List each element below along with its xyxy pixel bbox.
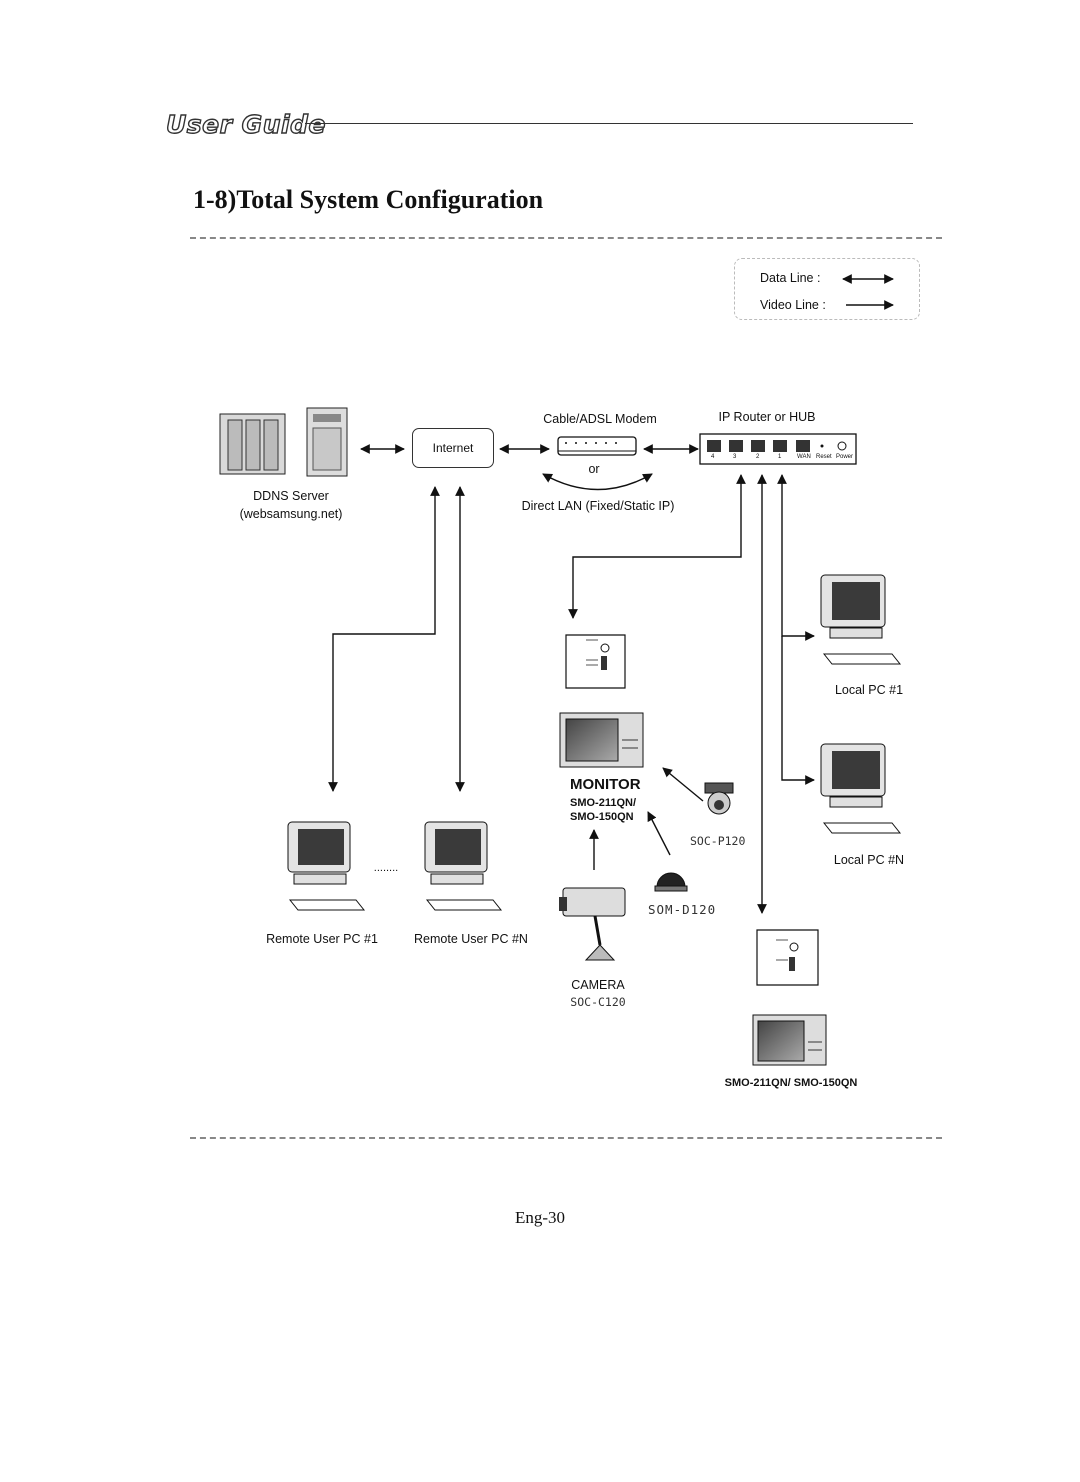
user-guide-logo: User Guide <box>165 109 326 139</box>
local-pc-1-label: Local PC #1 <box>834 683 904 697</box>
page-number: Eng-30 <box>514 1208 566 1227</box>
direct-lan-label: Direct LAN (Fixed/Static IP) <box>521 499 675 513</box>
monitor-icon <box>559 712 644 768</box>
monitor-2-models-label: SMO-211QN/ SMO-150QN <box>724 1077 858 1089</box>
router-port-1: 1 <box>778 454 782 460</box>
remote-pc-n-icon <box>424 821 503 911</box>
header-rule <box>305 123 913 124</box>
camera-model-label: SOC-C120 <box>570 995 626 1009</box>
legend-data-line-label: Data Line : <box>760 271 821 285</box>
top-divider <box>190 237 942 239</box>
monitor-model-1: SMO-211QN/ <box>570 797 637 809</box>
local-pc-1-icon <box>820 574 902 665</box>
page-title: 1-8)Total System Configuration <box>193 185 544 214</box>
monitor-2-icon <box>752 1014 827 1066</box>
direct-lan-arc <box>542 473 653 491</box>
modem-label: Cable/ADSL Modem <box>543 412 657 426</box>
monitor-label: MONITOR <box>570 776 641 793</box>
dome-camera-label: SOM-D120 <box>648 902 717 917</box>
router-encoder-link <box>568 474 746 619</box>
camera-label: CAMERA <box>571 978 625 992</box>
router-port-wan: WAN <box>797 454 811 460</box>
ddns-server-icon <box>219 407 348 477</box>
legend-box <box>734 258 920 320</box>
remote-pc-1-label: Remote User PC #1 <box>266 932 378 946</box>
bottom-divider <box>190 1137 942 1139</box>
router-local-pc1-link <box>777 474 815 641</box>
box-camera-icon <box>559 887 626 961</box>
router-port-3: 3 <box>733 454 737 460</box>
router-reset-label: Reset <box>816 454 832 460</box>
remote-pc-n-label: Remote User PC #N <box>414 932 528 946</box>
router-local-pcn-link <box>781 636 815 785</box>
video-encoder-2-icon <box>756 929 819 986</box>
ddns-domain-label: (websamsung.net) <box>239 507 343 521</box>
monitor-model-2: SMO-150QN <box>570 811 634 823</box>
dome-monitor-link <box>647 811 671 856</box>
ddns-server-label: DDNS Server <box>253 489 329 503</box>
legend-video-line-label: Video Line : <box>760 298 826 312</box>
router-icon <box>699 433 857 465</box>
remote-pc-1-icon <box>287 821 366 911</box>
internet-remote-pc1-link <box>328 486 440 792</box>
internet-node: Internet <box>412 428 494 468</box>
local-pc-n-label: Local PC #N <box>833 853 905 867</box>
router-label: IP Router or HUB <box>718 410 816 424</box>
ptz-camera-icon <box>704 782 734 815</box>
local-pc-n-icon <box>820 743 902 834</box>
dome-camera-icon <box>654 872 688 892</box>
video-encoder-1-icon <box>565 634 626 689</box>
router-power-label: Power <box>836 454 854 460</box>
router-port-4: 4 <box>711 454 715 460</box>
or-label: or <box>588 462 600 476</box>
router-port-2: 2 <box>756 454 760 460</box>
modem-icon <box>557 436 637 456</box>
pc-ellipsis: ........ <box>373 862 399 874</box>
ptz-camera-label: SOC-P120 <box>690 834 746 848</box>
ptz-monitor-link <box>662 767 704 802</box>
